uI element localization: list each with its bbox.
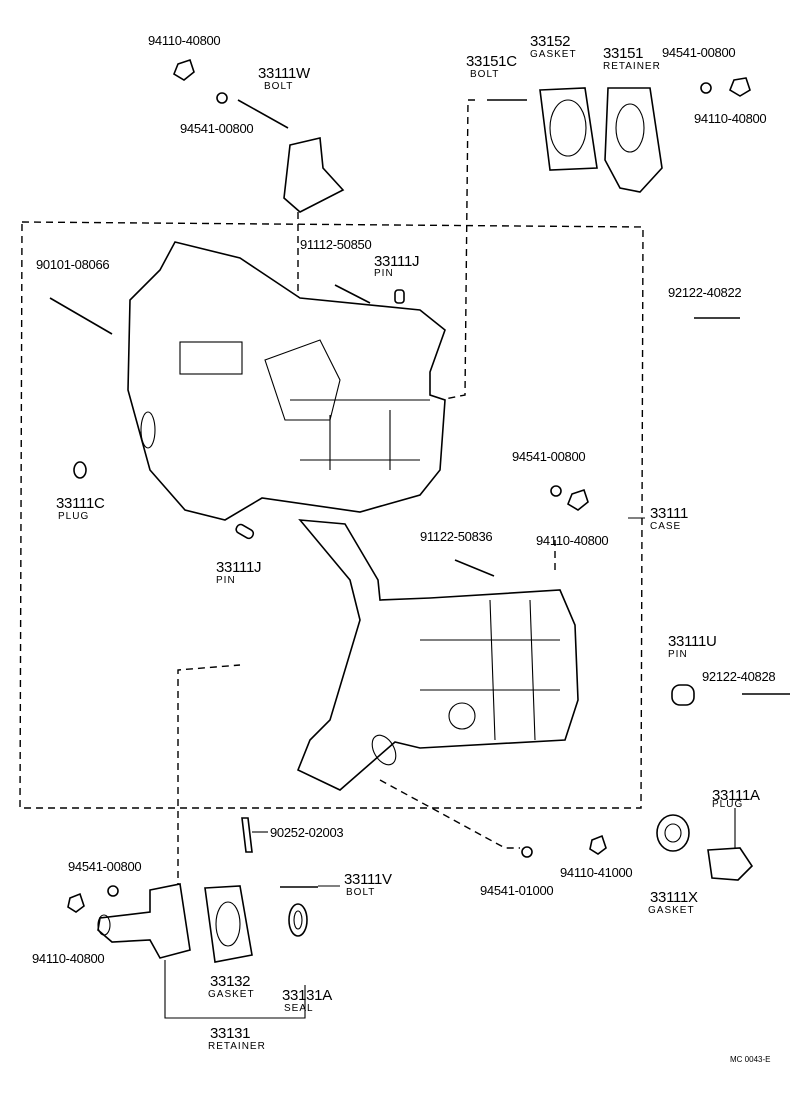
label-33111c-name: PLUG	[58, 511, 90, 522]
nut-94110-40800-mid	[567, 488, 589, 511]
label-33152-name: GASKET	[530, 49, 577, 60]
leader-33131	[164, 960, 306, 1019]
label-94541-00800-tr: 94541-00800	[662, 45, 736, 60]
washer-94541-00800-top	[216, 92, 228, 104]
retainer-33131	[97, 883, 191, 959]
bolt-91112-50850	[334, 284, 371, 304]
label-94541-00800-bl: 94541-00800	[68, 859, 142, 874]
leader-33151c	[439, 99, 475, 401]
leader-front-retainer	[177, 664, 241, 890]
gasket-33132	[204, 885, 253, 963]
washer-94541-00800-tr	[700, 82, 712, 94]
label-94541-00800-mid: 94541-00800	[512, 449, 586, 464]
label-33151c: 33151C	[466, 53, 517, 70]
cotter-pin-90252	[241, 817, 253, 853]
leader-bottom-nut	[379, 779, 520, 849]
label-33111j-top: 33111J	[374, 253, 420, 270]
label-33131a: 33131A	[282, 987, 332, 1004]
nut-94110-41000	[589, 834, 607, 855]
bracket	[283, 137, 345, 213]
nut-94110-40800-bl	[67, 892, 85, 913]
label-33111v: 33111V	[344, 871, 392, 888]
pin-33111u	[671, 684, 695, 706]
case-front-housing	[127, 241, 446, 521]
label-33111u-name: PIN	[668, 649, 688, 660]
diagram-code: MC 0043-E	[730, 1055, 771, 1064]
label-33111-name: CASE	[650, 521, 682, 532]
label-92122-40822: 92122-40822	[668, 285, 742, 300]
bolt-33111w	[237, 99, 289, 129]
washer-94541-00800-bl	[107, 885, 119, 897]
label-33151c-name: BOLT	[470, 69, 500, 80]
gasket-33111x	[656, 814, 690, 852]
label-33131-name: RETAINER	[208, 1041, 266, 1052]
label-33111a: 33111A	[712, 787, 760, 804]
pin-33111j-bot	[235, 523, 255, 540]
label-94110-40800-bl: 94110-40800	[32, 951, 105, 966]
label-33132-name: GASKET	[208, 989, 255, 1000]
label-33111u: 33111U	[668, 633, 717, 650]
label-33111j-top-name: PIN	[374, 268, 394, 279]
label-33111a-name: PLUG	[712, 799, 744, 810]
label-33111w: 33111W	[258, 65, 310, 82]
label-33111w-name: BOLT	[264, 81, 294, 92]
plug-33111a	[707, 847, 754, 881]
nut-94110-40800-tr	[729, 77, 751, 97]
case-rear-housing	[296, 519, 579, 791]
label-33152: 33152	[530, 33, 571, 50]
label-33132: 33132	[210, 973, 251, 990]
label-91112-50850: 91112-50850	[300, 237, 372, 252]
label-33111c: 33111C	[56, 495, 105, 512]
label-94110-41000: 94110-41000	[560, 865, 633, 880]
gasket-33152	[539, 87, 598, 171]
label-91122-50836: 91122-50836	[420, 529, 493, 544]
label-33151: 33151	[603, 45, 644, 62]
label-92122-40828: 92122-40828	[702, 669, 776, 684]
label-94110-40800-top: 94110-40800	[148, 33, 221, 48]
washer-94541-01000	[521, 846, 533, 858]
label-33111x-name: GASKET	[648, 905, 695, 916]
label-33131a-name: SEAL	[284, 1003, 314, 1014]
pin-33111j-top	[394, 289, 405, 304]
label-33111j-bot-name: PIN	[216, 575, 236, 586]
label-33111v-name: BOLT	[346, 887, 376, 898]
label-94110-40800-tr: 94110-40800	[694, 111, 767, 126]
retainer-33151	[604, 87, 663, 193]
case-boundary	[19, 221, 644, 809]
label-94110-40800-mid: 94110-40800	[536, 533, 609, 548]
washer-94541-00800-mid	[550, 485, 562, 497]
label-94541-01000: 94541-01000	[480, 883, 554, 898]
label-90101-08066: 90101-08066	[36, 257, 110, 272]
label-94541-00800-top: 94541-00800	[180, 121, 254, 136]
label-33111x: 33111X	[650, 889, 698, 906]
label-33111: 33111	[650, 505, 688, 522]
label-33151-name: RETAINER	[603, 61, 661, 72]
label-33111j-bot: 33111J	[216, 559, 262, 576]
seal-33131a	[288, 903, 308, 937]
plug-33111c	[73, 461, 87, 479]
bolt-90101-08066	[49, 297, 113, 335]
label-90252-02003: 90252-02003	[270, 825, 344, 840]
stud-91122-50836	[454, 559, 495, 577]
label-33131: 33131	[210, 1025, 251, 1042]
nut-94110-40800-top	[173, 58, 195, 81]
